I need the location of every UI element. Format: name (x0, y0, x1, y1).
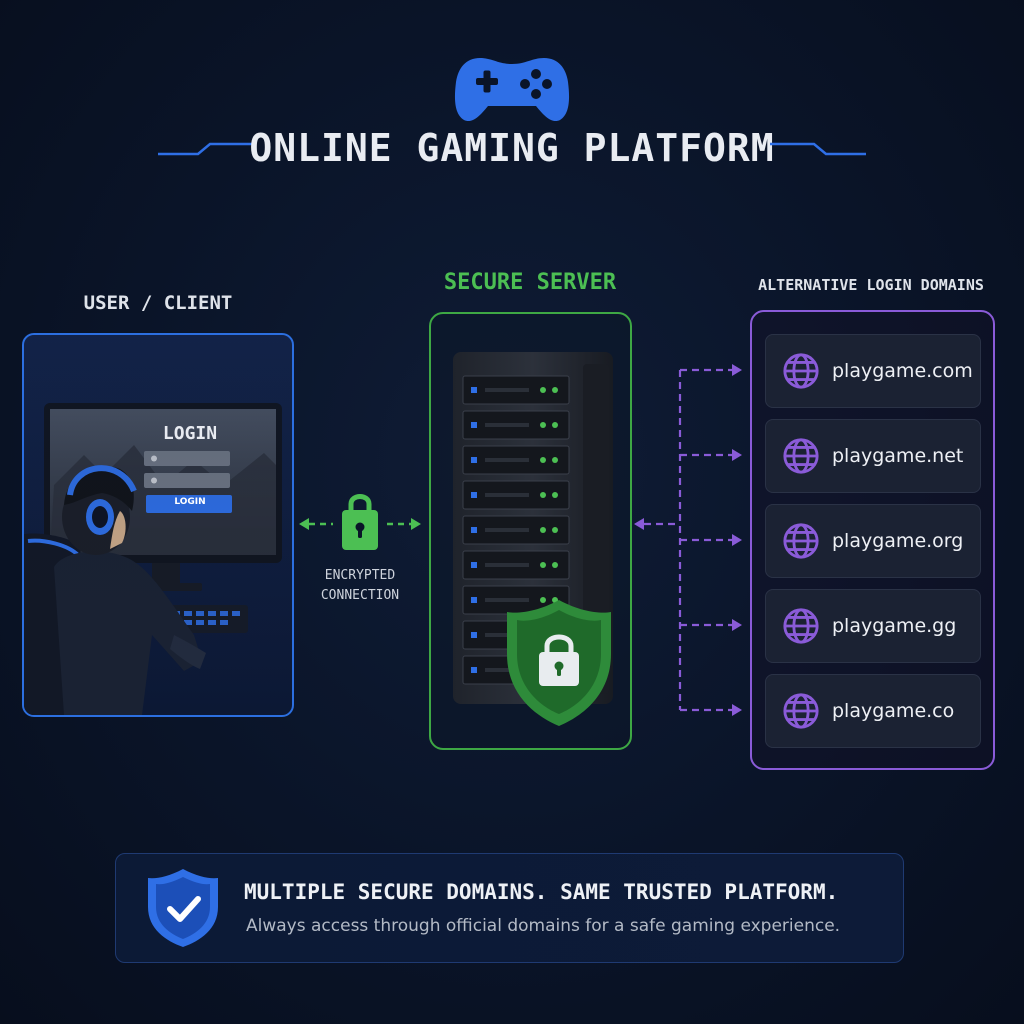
globe-icon (783, 438, 819, 474)
server-unit (462, 515, 570, 545)
server-unit (462, 585, 570, 615)
domain-item[interactable]: playgame.net (765, 419, 981, 493)
login-button[interactable]: LOGIN (174, 497, 206, 507)
shield-check-icon (148, 869, 218, 947)
domain-item[interactable]: playgame.org (765, 504, 981, 578)
login-title: LOGIN (162, 423, 218, 444)
trust-banner: MULTIPLE SECURE DOMAINS. SAME TRUSTED PL… (115, 853, 904, 963)
server-rack-illustration (453, 352, 613, 726)
title-decoration-right (770, 142, 866, 156)
title-decoration-left (158, 142, 254, 156)
globe-icon (783, 608, 819, 644)
domain-name: playgame.org (832, 530, 964, 552)
server-unit (462, 410, 570, 440)
globe-icon (783, 523, 819, 559)
domain-name: playgame.net (832, 445, 964, 467)
lock-icon (342, 494, 378, 550)
globe-icon (783, 693, 819, 729)
globe-icon (783, 353, 819, 389)
gamepad-icon (454, 58, 570, 122)
client-panel: LOGIN LOGIN (22, 333, 294, 717)
server-unit (462, 480, 570, 510)
domain-name: playgame.gg (832, 615, 957, 637)
gamer-at-computer-illustration (24, 335, 292, 715)
domain-connectors (634, 364, 742, 716)
banner-title: MULTIPLE SECURE DOMAINS. SAME TRUSTED PL… (244, 880, 839, 904)
server-heading: SECURE SERVER (443, 270, 617, 295)
domain-name: playgame.com (832, 360, 973, 382)
domain-name: playgame.co (832, 700, 955, 722)
server-unit (462, 375, 570, 405)
shield-lock-icon (507, 600, 611, 726)
domains-heading: ALTERNATIVE LOGIN DOMAINS (758, 276, 984, 294)
client-heading: USER / CLIENT (83, 292, 233, 314)
domain-item[interactable]: playgame.co (765, 674, 981, 748)
encrypted-connection-label: ENCRYPTED CONNECTION (320, 568, 400, 603)
banner-subtitle: Always access through official domains f… (246, 916, 841, 936)
page-title: ONLINE GAMING PLATFORM (249, 126, 775, 170)
domains-panel: playgame.com playgame.net playgame.org p… (750, 310, 995, 770)
domain-item[interactable]: playgame.com (765, 334, 981, 408)
server-unit (462, 550, 570, 580)
domain-item[interactable]: playgame.gg (765, 589, 981, 663)
server-unit (462, 445, 570, 475)
server-panel (429, 312, 632, 750)
encrypted-connection-link (299, 494, 421, 550)
